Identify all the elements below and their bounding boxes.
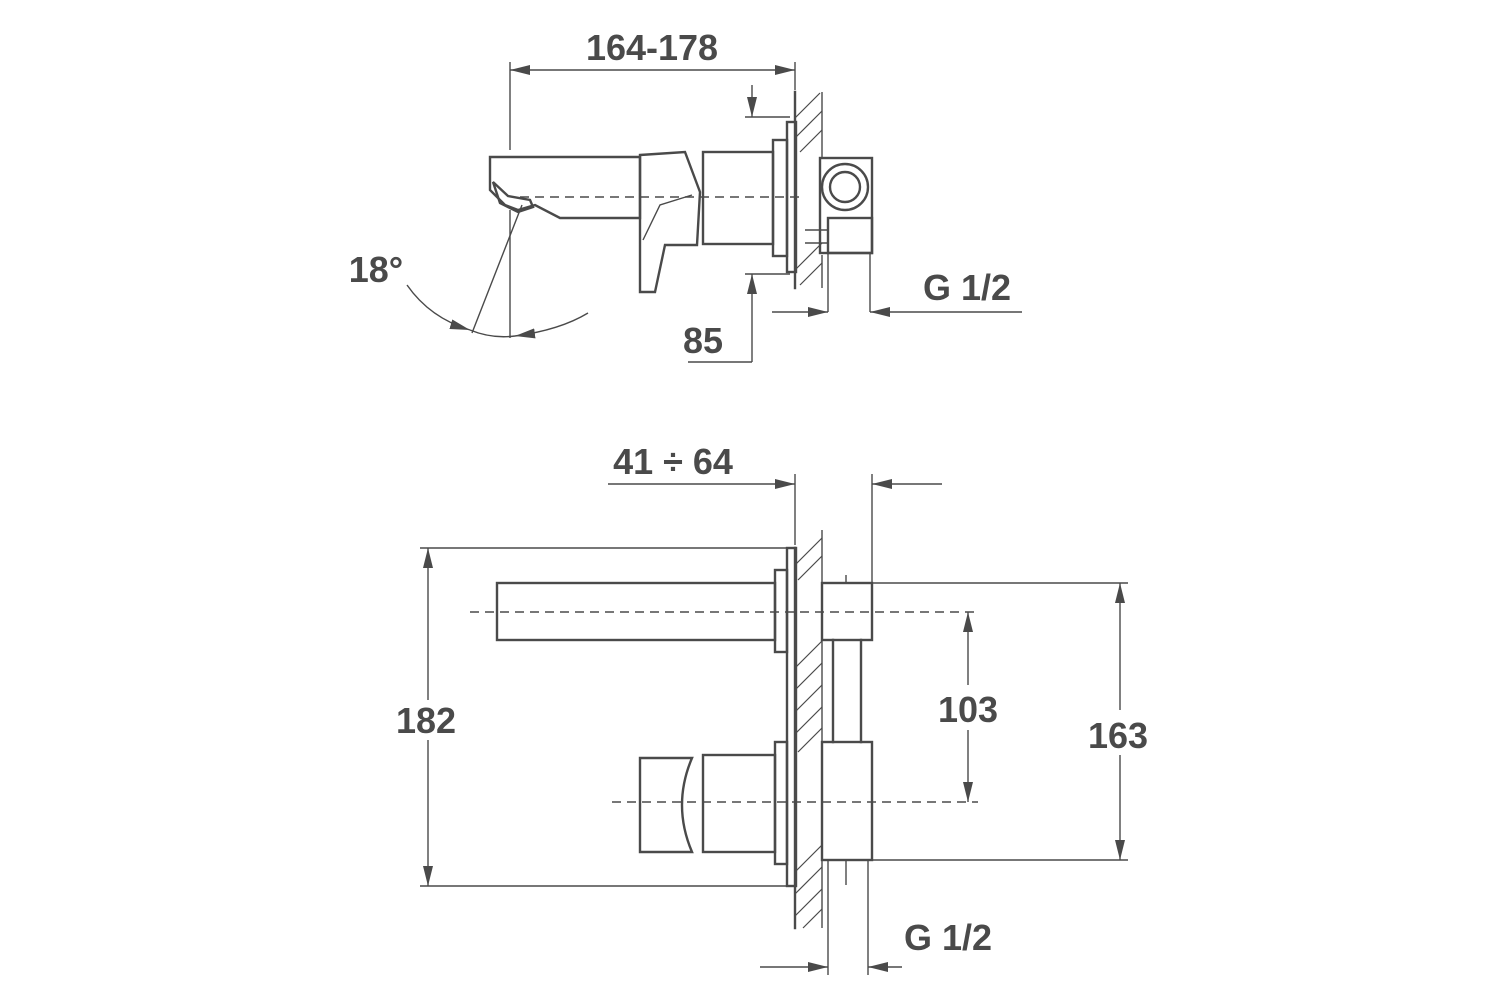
wall-section-front — [793, 530, 823, 930]
dim-thread-top-label: G 1/2 — [923, 267, 1011, 308]
dim-length-label: 164-178 — [586, 27, 718, 68]
wall-section-top — [793, 90, 823, 290]
dim-depth-label: 85 — [683, 320, 723, 361]
dim-height-label: 182 — [396, 700, 456, 741]
dim-wall-label: 41 ÷ 64 — [613, 441, 733, 482]
handle-lever-top — [638, 150, 702, 294]
dim-height: 182 — [396, 547, 787, 887]
spout-top — [488, 155, 642, 220]
top-view: 164-178 85 G 1/2 18° — [349, 27, 1022, 363]
dim-thread-top: G 1/2 — [772, 267, 1022, 317]
connection-pipes-front — [820, 575, 874, 975]
dim-overall: 163 — [872, 582, 1148, 861]
dim-wall: 41 ÷ 64 — [608, 441, 942, 583]
dim-length: 164-178 — [509, 27, 796, 150]
spout-front — [470, 568, 978, 654]
cartridge-body-top — [520, 120, 800, 274]
dim-depth: 85 — [683, 85, 790, 363]
dim-centers-label: 103 — [938, 689, 998, 730]
dim-angle-label: 18° — [349, 249, 403, 290]
dim-overall-label: 163 — [1088, 715, 1148, 756]
dim-angle: 18° — [349, 204, 589, 339]
backplate-front — [785, 546, 798, 888]
connection-box-top — [805, 156, 874, 312]
dim-thread-front: G 1/2 — [760, 917, 992, 972]
dim-centers: 103 — [938, 612, 998, 802]
front-view: 41 ÷ 64 182 103 163 G 1/2 — [396, 441, 1148, 975]
mixer-handle-front — [612, 740, 978, 866]
dim-thread-front-label: G 1/2 — [904, 917, 992, 958]
